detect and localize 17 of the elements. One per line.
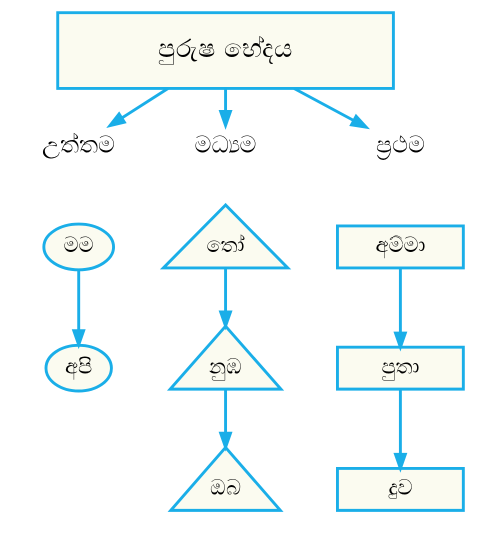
node-box: පුරුෂ භේදය (56, 11, 394, 90)
arrow (292, 87, 370, 130)
node-ellipse: අපි (44, 344, 112, 392)
arrow (218, 88, 232, 130)
node-box: දුව (336, 466, 464, 512)
node-text: ප්‍රථම (375, 132, 424, 159)
node-text: උත්තම (42, 132, 115, 159)
arrow (392, 390, 407, 473)
arrow (392, 268, 407, 352)
arrow (218, 390, 232, 452)
node-box: අම්මා (336, 224, 464, 270)
arrow (218, 268, 232, 330)
node-text: මධ්‍යම (194, 132, 256, 159)
arrow (106, 87, 168, 128)
node-ellipse: මම (42, 222, 114, 272)
arrow (71, 270, 86, 350)
node-box: පුතා (336, 346, 464, 391)
